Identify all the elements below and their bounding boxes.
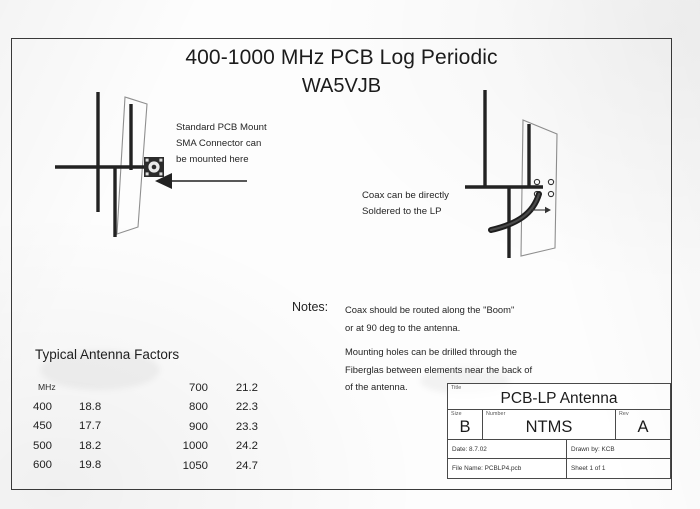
cell-factor: 22.3: [235, 401, 258, 414]
cell-frequency: 800: [188, 401, 208, 414]
title-block-cell-size: Size B: [448, 410, 482, 439]
antenna-diagram-right: [465, 88, 590, 263]
coax-cable-highlight: [489, 192, 541, 232]
sma-callout-arrow: [155, 173, 247, 189]
title-block-value-title: PCB-LP Antenna: [500, 389, 618, 407]
cell-frequency: 600: [33, 459, 53, 472]
antenna-factors-right-column: 700 21.2 800 22.3 900 23.3 1000 24.2 105…: [158, 379, 258, 476]
coax-cable: [488, 191, 542, 233]
table-row: 450 17.7: [33, 417, 123, 436]
pcb-board-outline: [520, 119, 558, 257]
title-block-cell-file-name: File Name: PCBLP4.pcb: [448, 459, 566, 478]
notes-line: or at 90 deg to the antenna.: [345, 321, 461, 333]
title-block-value-file-name: File Name: PCBLP4.pcb: [452, 465, 522, 472]
title-block-row-number: Size B Number NTMS Rev A: [448, 410, 670, 440]
title-block-cell-rev: Rev A: [615, 410, 670, 439]
sma-mount-annotation: Standard PCB Mount SMA Connector can be …: [176, 120, 267, 168]
title-block-tag-title: Title: [451, 385, 462, 391]
table-row: 400 18.8: [33, 398, 123, 417]
title-block-cell-drawn-by: Drawn by: KCB: [566, 440, 670, 458]
notes-label: Notes:: [292, 300, 329, 314]
page-title: 400-1000 MHz PCB Log Periodic: [185, 46, 498, 69]
cell-factor: 17.7: [79, 420, 102, 433]
antenna-factors-unit-header: MHz: [38, 382, 56, 392]
table-row: 600 19.8: [33, 456, 123, 475]
solder-pad: [547, 178, 555, 186]
notes-line: of the antenna.: [345, 381, 408, 393]
table-row: 700 21.2: [158, 379, 258, 398]
solder-pad: [547, 190, 555, 198]
title-block-tag-number: Number: [486, 411, 506, 417]
table-row: 1050 24.7: [158, 457, 258, 476]
table-row: 900 23.3: [158, 418, 258, 437]
cell-frequency: 500: [33, 439, 53, 452]
sma-annotation-line-3: be mounted here: [176, 154, 249, 165]
title-block-tag-rev: Rev: [619, 411, 629, 417]
notes-line: Mounting holes can be drilled through th…: [345, 346, 517, 358]
cell-factor: 24.2: [235, 440, 258, 453]
pcb-board-outline: [116, 96, 148, 235]
coax-annotation-line-2: Soldered to the LP: [362, 206, 442, 217]
notes-line: Fiberglas between elements near the back…: [345, 363, 533, 375]
title-block-cell-number: Number NTMS: [482, 410, 615, 439]
cell-frequency: 400: [33, 401, 53, 413]
title-block-value-date: Date: 8.7.02: [452, 445, 487, 453]
antenna-diagram-left: [55, 92, 185, 242]
title-block-cell-sheet: Sheet 1 of 1: [566, 459, 670, 478]
antenna-factors-title: Typical Antenna Factors: [35, 347, 180, 362]
cell-frequency: 450: [33, 420, 53, 433]
cell-frequency: 1000: [182, 440, 208, 453]
title-block-cell-title: Title PCB-LP Antenna: [448, 384, 670, 409]
title-block-value-number: NTMS: [525, 418, 573, 436]
title-block-value-sheet: Sheet 1 of 1: [571, 465, 606, 472]
table-row: 800 22.3: [158, 398, 258, 417]
title-block-row-date: Date: 8.7.02 Drawn by: KCB: [448, 440, 670, 459]
dimension-arrowhead: [545, 206, 551, 214]
page-subtitle-callsign: WA5VJB: [301, 75, 382, 97]
title-block-row-file: File Name: PCBLP4.pcb Sheet 1 of 1: [448, 459, 670, 478]
cell-factor: 18.8: [79, 401, 102, 413]
cell-factor: 19.8: [79, 459, 102, 472]
notes-body: Coax should be routed along the "Boom" o…: [345, 301, 532, 396]
cell-factor: 21.2: [235, 382, 258, 394]
title-block-tag-size: Size: [451, 411, 462, 417]
coax-solder-annotation: Coax can be directly Soldered to the LP: [362, 188, 449, 220]
title-block-cell-date: Date: 8.7.02: [448, 440, 566, 458]
sma-connector: [144, 157, 164, 177]
drawing-border-frame: [11, 38, 672, 490]
coax-annotation-line-1: Coax can be directly: [362, 190, 449, 201]
table-row: 1000 24.2: [158, 437, 258, 456]
cell-factor: 23.3: [235, 420, 258, 433]
notes-line: Coax should be routed along the "Boom": [345, 304, 515, 315]
title-block-value-drawn-by: Drawn by: KCB: [571, 445, 615, 453]
title-block-value-rev: A: [637, 418, 649, 436]
antenna-factors-left-column: 400 18.8 450 17.7 500 18.2 600 19.8: [33, 398, 123, 476]
title-block-value-size: B: [459, 418, 471, 436]
solder-pad: [533, 178, 541, 186]
cell-factor: 18.2: [79, 439, 102, 452]
sma-annotation-line-1: Standard PCB Mount: [176, 122, 267, 133]
cell-factor: 24.7: [235, 459, 258, 472]
table-row: 500 18.2: [33, 437, 123, 456]
title-block-row-title: Title PCB-LP Antenna: [448, 384, 670, 410]
title-block: Title PCB-LP Antenna Size B Number NTMS …: [447, 383, 671, 479]
sma-annotation-line-2: SMA Connector can: [176, 138, 262, 149]
cell-frequency: 700: [188, 382, 208, 394]
cell-frequency: 1050: [182, 459, 208, 472]
cell-frequency: 900: [188, 420, 208, 433]
